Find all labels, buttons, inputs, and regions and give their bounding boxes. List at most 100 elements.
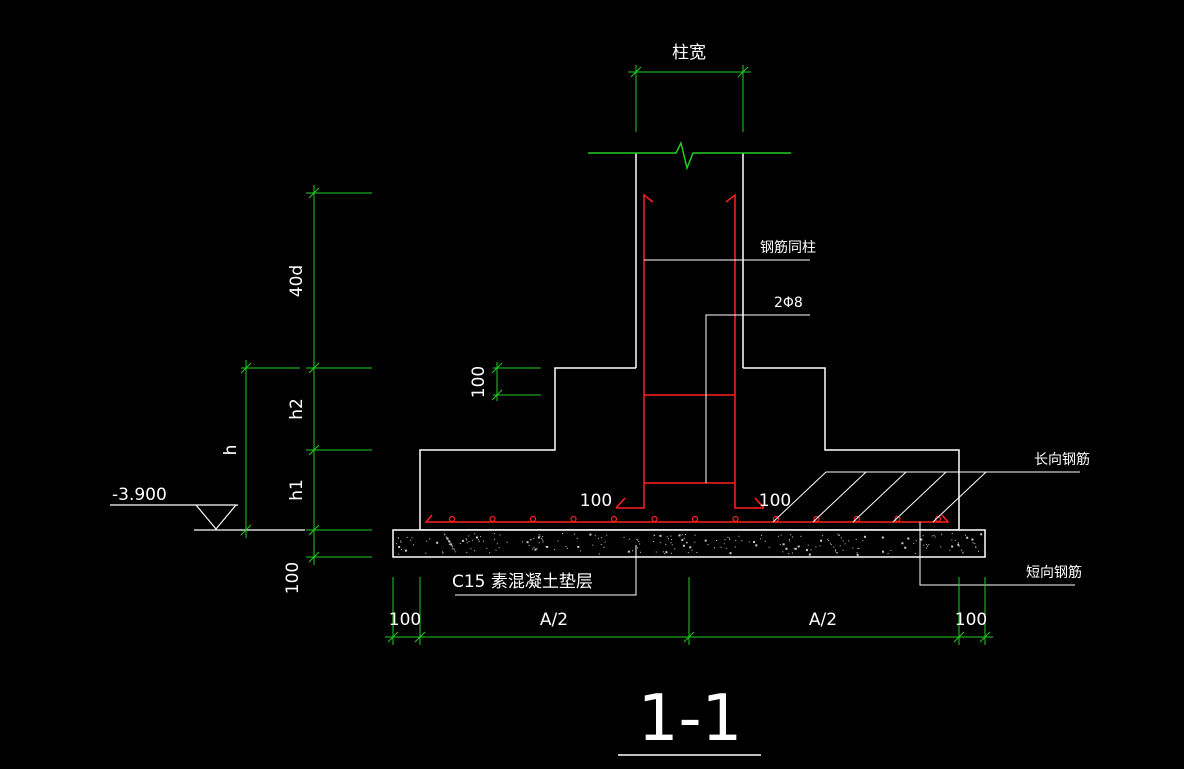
hatch-dot (495, 549, 497, 551)
hatch-dot (821, 535, 823, 537)
hatch-dot (682, 544, 685, 547)
hatch-dot (782, 551, 784, 553)
hatch-dot (729, 539, 731, 541)
hatch-dot (478, 540, 480, 542)
hatch-dot (406, 536, 408, 538)
hatch-dot (659, 534, 662, 537)
half-a-left: A/2 (540, 610, 568, 630)
h2-dimension: h2 (287, 398, 307, 420)
hatch-dot (951, 539, 953, 541)
hatch-dot (887, 553, 889, 555)
hatch-dot (538, 542, 540, 544)
hatch-dot (805, 549, 808, 552)
cushion-hatch (396, 533, 983, 556)
hatch-dot (977, 550, 979, 552)
hatch-dot (694, 541, 696, 543)
hatch-dot (653, 540, 655, 542)
hatch-dot (941, 533, 943, 535)
hatch-dot (707, 544, 709, 546)
hatch-dot (922, 535, 924, 537)
rebar-dot (813, 515, 820, 523)
hatch-dot (533, 547, 535, 549)
hatch-dot (506, 541, 508, 543)
hatch-dot (445, 536, 447, 538)
hatch-dot (791, 552, 793, 554)
hatch-dot (671, 544, 673, 546)
hatch-dot (855, 538, 857, 540)
rebar-dot (691, 515, 699, 523)
hatch-dot (482, 540, 484, 542)
hatch-dot (530, 539, 532, 541)
hatch-dot (694, 534, 696, 536)
hatch-dot (449, 542, 451, 544)
hatch-dot (940, 546, 942, 548)
hatch-dot (664, 553, 666, 555)
hatch-dot (785, 547, 788, 550)
hatch-dot (442, 552, 444, 554)
hatch-dot (904, 546, 907, 549)
hatch-dot (838, 534, 840, 536)
hatch-dot (789, 538, 791, 540)
hatch-dot (856, 553, 859, 556)
hatch-dot (604, 541, 606, 543)
hatch-dot (478, 539, 480, 541)
hatch-dot (541, 538, 543, 540)
hatch-dot (400, 548, 402, 550)
hatch-dot (790, 534, 792, 536)
hatch-dot (729, 552, 732, 555)
hatch-dot (472, 539, 474, 541)
hatch-dot (848, 540, 850, 542)
hatch-dot (829, 542, 831, 544)
hatch-dot (468, 535, 470, 537)
hatch-dot (837, 552, 839, 554)
hatch-dot (748, 541, 750, 543)
hatch-dot (670, 542, 672, 544)
elevation-label: -3.900 (112, 485, 167, 505)
hatch-dot (600, 543, 602, 545)
hatch-dot (761, 534, 763, 536)
hatch-dot (835, 549, 837, 551)
hatch-dot (436, 541, 439, 544)
hatch-dot (529, 539, 531, 541)
hatch-dot (603, 546, 605, 548)
hatch-dot (446, 537, 449, 540)
margin-right-100: 100 (955, 610, 987, 630)
hatch-dot (674, 548, 676, 550)
hatch-dot (466, 551, 468, 553)
hatch-dot (542, 539, 544, 541)
hatch-dot (528, 544, 530, 546)
hatch-dot (480, 536, 482, 538)
hatch-dot (580, 550, 582, 552)
hatch-dot (606, 534, 608, 536)
hatch-dot (441, 551, 443, 553)
hatch-dot (670, 535, 672, 537)
hatch-dot (741, 540, 743, 542)
column-break-line (588, 140, 791, 171)
hatch-dot (498, 547, 500, 549)
hatch-dot (637, 547, 639, 549)
margin-left-100: 100 (389, 610, 421, 630)
hatch-dot (452, 546, 454, 548)
hatch-dot (833, 546, 835, 548)
hatch-dot (881, 536, 883, 538)
hatch-dot (951, 545, 954, 548)
hatch-dot (907, 537, 910, 540)
hatch-dot (704, 539, 707, 542)
anchorage-dimension: 40d (287, 265, 307, 297)
hatch-dot (536, 548, 538, 550)
hatch-dot (448, 540, 451, 543)
hatch-dot (665, 551, 668, 554)
hatch-dot (858, 547, 860, 549)
hatch-dot (738, 535, 740, 537)
hatch-dot (653, 534, 655, 536)
hatch-dot (808, 553, 811, 556)
hatch-dot (752, 541, 755, 544)
hatch-dot (837, 533, 839, 535)
hatch-dot (453, 548, 455, 550)
hatch-dot (532, 548, 534, 550)
hatch-dot (925, 547, 927, 549)
hatch-dot (600, 537, 602, 539)
hatch-dot (791, 536, 793, 538)
hatch-dot (486, 547, 488, 549)
